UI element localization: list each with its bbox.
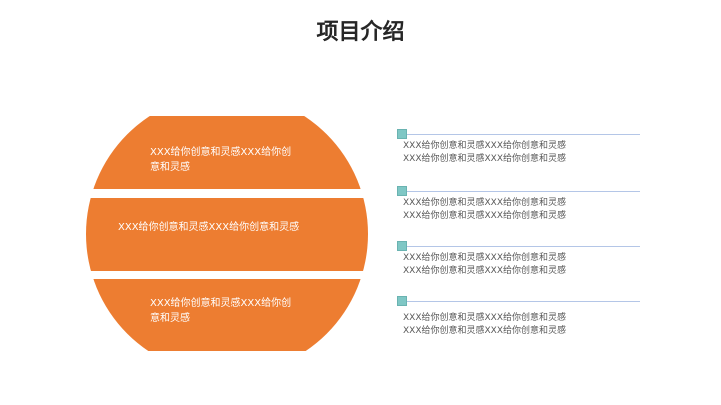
band-text-line: XXX给你创意和灵感XXX给你创 <box>150 298 292 309</box>
band-middle <box>86 198 368 271</box>
divider <box>407 246 640 247</box>
page-title: 项目介绍 <box>316 20 405 45</box>
item-text: XXX给你创意和灵感XXX给你创意和灵感 <box>403 313 566 323</box>
item-text: XXX给你创意和灵感XXX给你创意和灵感 <box>403 266 566 276</box>
divider <box>407 191 640 192</box>
item-text: XXX给你创意和灵感XXX给你创意和灵感 <box>403 211 566 221</box>
band-bottom-text: XXX给你创意和灵感XXX给你创 意和灵感 <box>150 296 291 326</box>
item-text: XXX给你创意和灵感XXX给你创意和灵感 <box>403 154 566 164</box>
item-text: XXX给你创意和灵感XXX给你创意和灵感 <box>403 141 566 151</box>
divider <box>407 134 640 135</box>
band-middle-text: XXX给你创意和灵感XXX给你创意和灵感 <box>118 220 299 235</box>
item-text: XXX给你创意和灵感XXX给你创意和灵感 <box>403 253 566 263</box>
band-text-line: XXX给你创意和灵感XXX给你创意和灵感 <box>118 222 300 233</box>
divider <box>407 301 640 302</box>
item-text: XXX给你创意和灵感XXX给你创意和灵感 <box>403 326 566 336</box>
band-bottom <box>86 279 368 351</box>
band-text-line: 意和灵感 <box>150 313 190 324</box>
band-text-line: 意和灵感 <box>150 162 190 173</box>
square-bullet-icon <box>397 186 407 196</box>
square-bullet-icon <box>397 296 407 306</box>
band-top-text: XXX给你创意和灵感XXX给你创 意和灵感 <box>150 145 291 175</box>
item-text: XXX给你创意和灵感XXX给你创意和灵感 <box>403 198 566 208</box>
square-bullet-icon <box>397 129 407 139</box>
square-bullet-icon <box>397 241 407 251</box>
band-text-line: XXX给你创意和灵感XXX给你创 <box>150 147 292 158</box>
